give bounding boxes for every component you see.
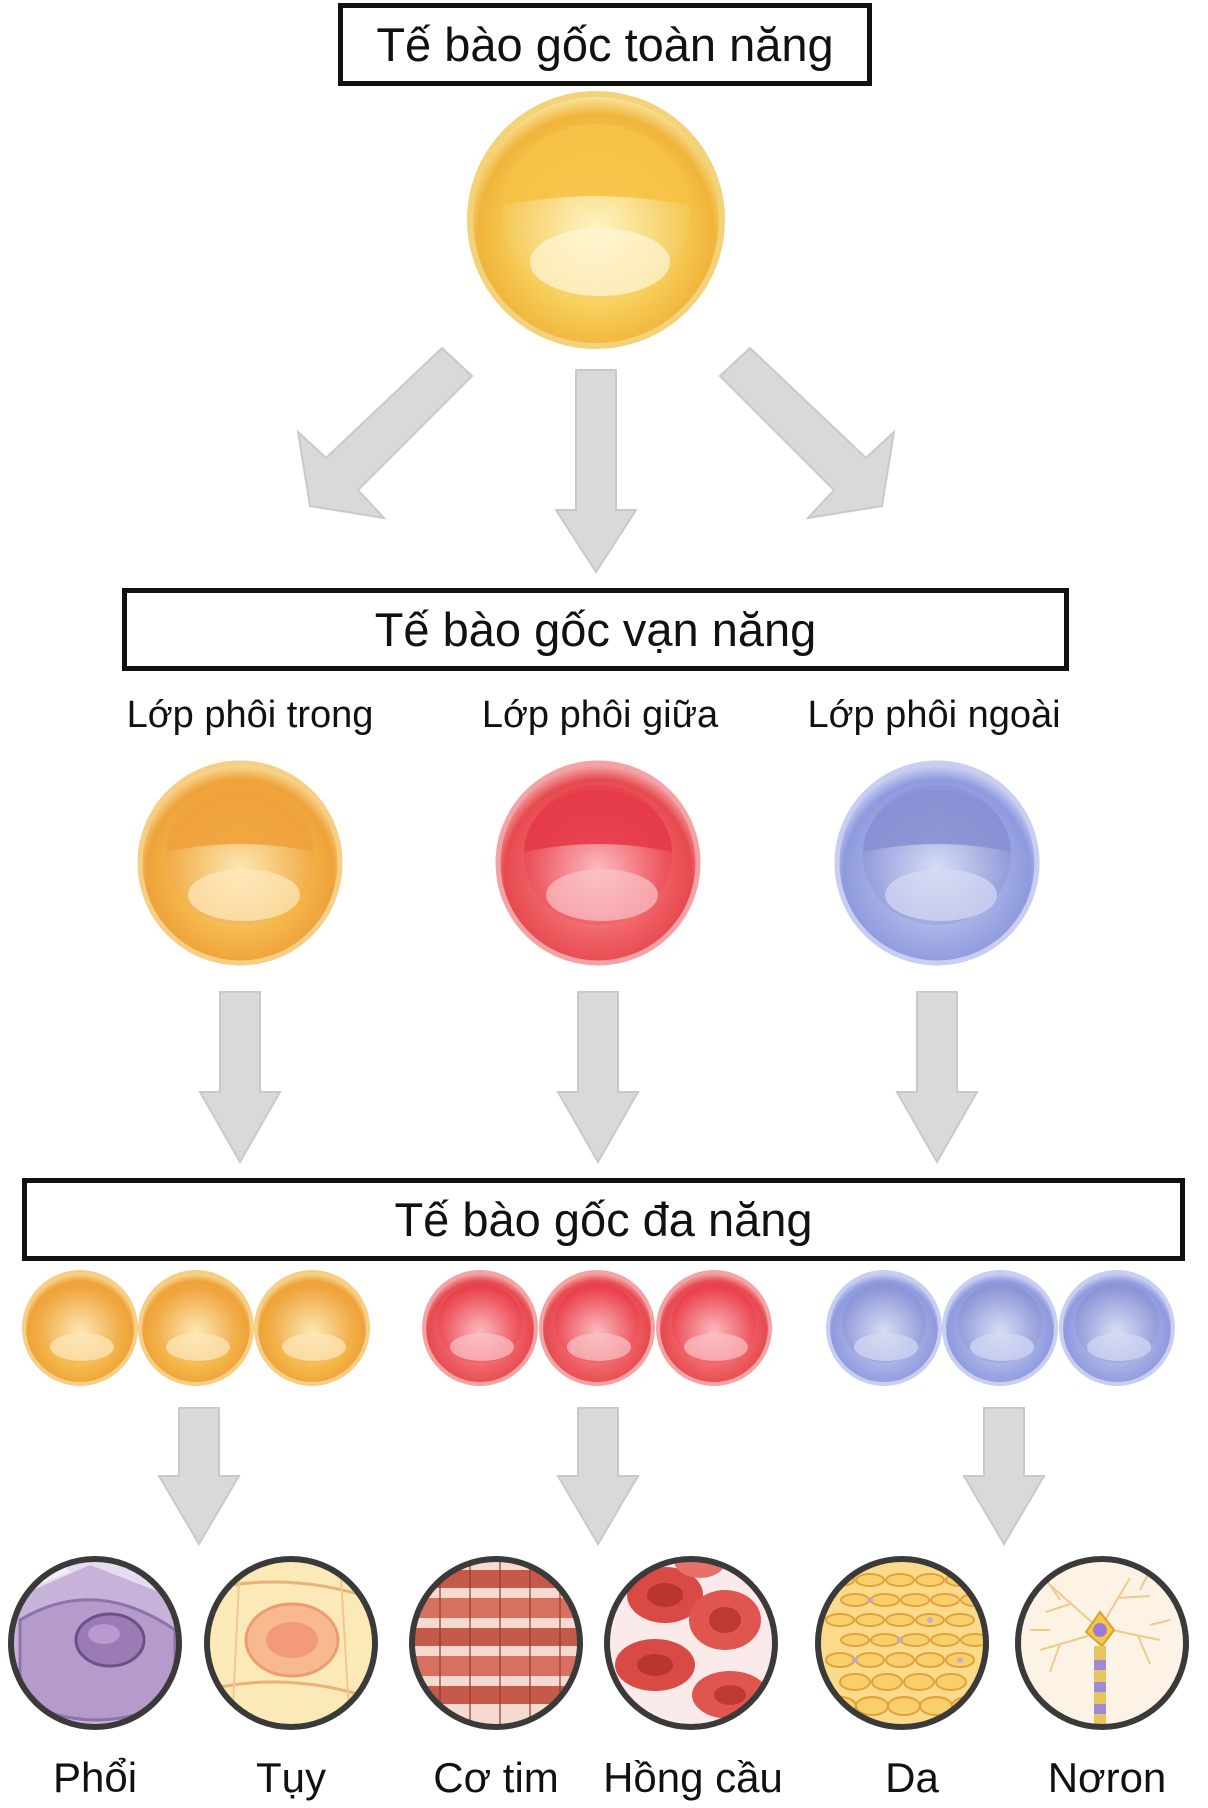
neuron-icon	[1015, 1556, 1189, 1730]
arrow-mesoderm-down	[556, 991, 640, 1165]
totipotent-label: Tế bào gốc toàn năng	[376, 18, 834, 71]
arrow-tissue-left	[157, 1407, 241, 1546]
multipotent-cells-ectoderm	[826, 1270, 1175, 1386]
red-blood-cell-icon	[604, 1556, 778, 1730]
skin-cell-icon	[815, 1556, 989, 1730]
arrow-down-left	[296, 346, 474, 520]
tissue-label-skin: Da	[885, 1754, 939, 1801]
arrow-down-right	[718, 346, 896, 520]
germ-layer-label-ectoderm: Lớp phôi ngoài	[807, 694, 1061, 736]
tissue-label-cardiac-muscle: Cơ tim	[433, 1754, 559, 1801]
pluripotent-label: Tế bào gốc vạn năng	[374, 603, 817, 656]
arrow-down-center	[554, 369, 638, 574]
arrow-endoderm-down	[198, 991, 282, 1165]
arrow-tissue-right	[962, 1407, 1046, 1546]
pluripotent-box: Tế bào gốc vạn năng	[122, 588, 1069, 671]
tissue-label-red-blood-cell: Hồng cầu	[603, 1754, 783, 1801]
germ-layer-label-endoderm: Lớp phôi trong	[126, 694, 374, 736]
totipotent-box: Tế bào gốc toàn năng	[338, 3, 872, 86]
pancreas-cell-icon	[204, 1556, 378, 1730]
mesoderm-cell	[495, 760, 701, 966]
tissue-label-pancreas: Tụy	[255, 1754, 326, 1801]
lung-cell-icon	[8, 1556, 182, 1730]
multipotent-box: Tế bào gốc đa năng	[22, 1178, 1185, 1261]
totipotent-cell	[467, 91, 725, 349]
tissue-label-neuron: Nơron	[1047, 1754, 1167, 1801]
cardiac-muscle-icon	[409, 1556, 583, 1730]
multipotent-cells-endoderm	[22, 1270, 370, 1386]
multipotent-label: Tế bào gốc đa năng	[394, 1193, 813, 1246]
tissue-label-lung: Phổi	[52, 1754, 138, 1801]
arrow-tissue-center	[556, 1407, 640, 1546]
arrow-ectoderm-down	[895, 991, 979, 1165]
germ-layer-label-mesoderm: Lớp phôi giữa	[481, 694, 719, 736]
endoderm-cell	[137, 760, 343, 966]
multipotent-cells-mesoderm	[422, 1270, 772, 1386]
ectoderm-cell	[834, 760, 1040, 966]
